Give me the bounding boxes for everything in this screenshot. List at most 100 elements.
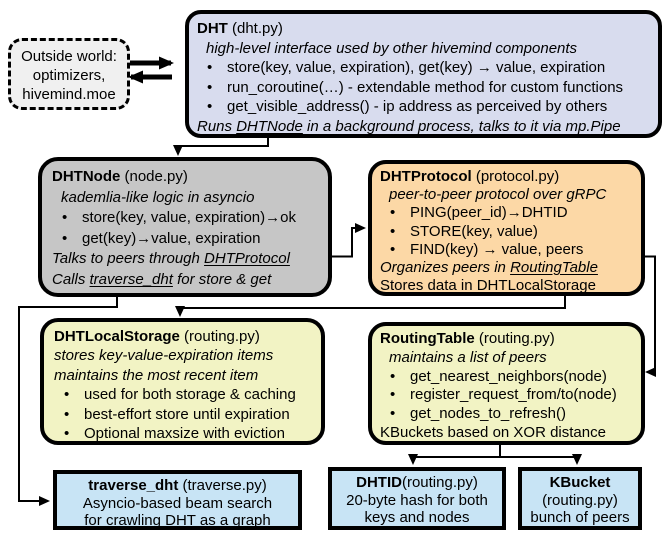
dhtprotocol-bullet: • PING(peer_id)→DHTID <box>380 204 637 222</box>
bullet-text: register_request_from/to(node) <box>410 386 617 404</box>
traverse-desc: Asyncio-based beam search <box>82 494 273 512</box>
dhtnode-title-line: DHTNode (node.py) <box>52 167 322 188</box>
dht-title: DHT <box>197 20 228 37</box>
routingtable-bullet: • get_nearest_neighbors(node) <box>380 368 637 387</box>
bullet-icon: • <box>390 204 396 222</box>
routingtable-footer: KBuckets based on XOR distance <box>380 423 606 441</box>
dht-bullet: •get_visible_address() - ip address as p… <box>197 97 650 117</box>
traverse-file: (traverse.py) <box>178 477 267 494</box>
dht-footer-pre: Runs <box>197 117 237 135</box>
dht-footer-post: in a background process, talks to it via… <box>302 117 621 135</box>
dhtnode-peers-line: Talks to peers through DHTProtocol <box>52 249 322 270</box>
bullet-icon: • <box>207 78 213 96</box>
dht-subtitle: high-level interface used by other hivem… <box>206 39 578 57</box>
bullet-icon: • <box>64 386 70 404</box>
bullet-text: get_visible_address() - ip address as pe… <box>227 98 608 116</box>
routingtable-title-line: RoutingTable (routing.py) <box>380 330 637 349</box>
kbucket-box: KBucket (routing.py) bunch of peers <box>518 467 642 530</box>
storage-pre: Stores data in DHT <box>380 277 508 295</box>
routingtable-subtitle: maintains a list of peers <box>389 348 547 366</box>
traverse-pre: Calls <box>52 270 90 288</box>
dhtlocalstorage-title: DHTLocalStorage <box>54 328 180 345</box>
dhtprotocol-storage-line: Stores data in DHTLocalStorage <box>380 277 637 295</box>
routingtable-box: RoutingTable (routing.py) maintains a li… <box>368 322 645 445</box>
outside-world-box: Outside world: optimizers, hivemind.moe <box>8 38 130 110</box>
kbucket-title: KBucket <box>549 474 611 491</box>
kbucket-desc: bunch of peers <box>530 509 630 526</box>
traverse-title-line: traverse_dht (traverse.py) <box>57 477 298 495</box>
bullet-text: run_coroutine(…) - extendable method for… <box>227 78 624 96</box>
bullet-icon: • <box>64 425 70 443</box>
dhtprotocol-box: DHTProtocol (protocol.py) peer-to-peer p… <box>368 160 645 296</box>
routingtable-file: (routing.py) <box>474 330 555 347</box>
dhtnode-bullet: • get(key)→value, expiration <box>52 229 322 250</box>
dhtid-desc: keys and nodes <box>364 509 470 526</box>
routing-pre: Organizes peers in <box>380 259 511 277</box>
dhtprotocol-subtitle: peer-to-peer protocol over gRPC <box>389 186 607 204</box>
dhtnode-box: DHTNode (node.py) kademlia-like logic in… <box>38 157 332 297</box>
bullet-icon: • <box>207 59 213 77</box>
dht-file: (dht.py) <box>227 20 283 37</box>
bullet-icon: • <box>390 367 396 385</box>
bullet-icon: • <box>64 405 70 423</box>
dhtlocalstorage-bullet: • Optional maxsize with eviction <box>54 424 317 443</box>
traverse-post: for store & get <box>172 270 272 288</box>
dhtid-box: DHTID(routing.py) 20-byte hash for both … <box>328 467 506 530</box>
traverse-ref: traverse_dht <box>89 270 173 288</box>
dhtlocalstorage-subtitle: stores key-value-expiration items <box>54 347 274 365</box>
dhtlocalstorage-title-line: DHTLocalStorage (routing.py) <box>54 327 317 346</box>
traverse-desc: for crawling DHT as a graph <box>84 512 271 529</box>
traverse-title: traverse_dht <box>88 477 179 494</box>
routingtable-ref: RoutingTable <box>510 259 598 277</box>
outside-world-line: optimizers, <box>32 67 106 84</box>
bullet-icon: • <box>390 240 396 258</box>
bullet-text: used for both storage & caching <box>84 386 296 404</box>
dhtnode-ref: DHTNode <box>236 117 303 135</box>
kbucket-file: (routing.py) <box>542 491 618 509</box>
bullet-icon: • <box>390 222 396 240</box>
routingtable-title: RoutingTable <box>380 330 475 347</box>
dhtlocalstorage-box: DHTLocalStorage (routing.py) stores key-… <box>40 318 325 445</box>
connector-dhtprotocol-to-dhtlocalstorage <box>175 294 566 317</box>
dhtprotocol-title-line: DHTProtocol (protocol.py) <box>380 168 637 186</box>
bullet-text: PING(peer_id)→DHTID <box>410 204 568 222</box>
bullet-text: get(key)→value, expiration <box>82 229 261 247</box>
dhtlocalstorage-bullet: • best-effort store until expiration <box>54 405 317 424</box>
dhtlocalstorage-file: (routing.py) <box>179 328 260 345</box>
peers-pre: Talks to peers through <box>52 250 205 267</box>
dhtprotocol-file: (protocol.py) <box>471 168 560 185</box>
bullet-text: get_nodes_to_refresh() <box>410 405 566 423</box>
bullet-text: FIND(key) → value, peers <box>410 240 584 258</box>
dht-bullet: • run_coroutine(…) - extendable method fo… <box>197 78 650 98</box>
bullet-text: STORE(key, value) <box>410 222 538 240</box>
bullet-text: get_nearest_neighbors(node) <box>410 367 607 385</box>
dhtprotocol-bullet: • FIND(key) → value, peers <box>380 241 637 259</box>
bullet-icon: • <box>390 405 396 423</box>
dht-footer: Runs DHTNode in a background process, ta… <box>197 117 650 137</box>
outside-world-line: hivemind.moe <box>22 86 116 103</box>
bullet-icon: • <box>62 229 68 247</box>
dht-bullet: • store(key, value, expiration), get(key)… <box>197 58 650 78</box>
routingtable-bullet: •register_request_from/to(node) <box>380 386 637 405</box>
dhtnode-traverse-line: Calls traverse_dht for store & get <box>52 270 322 291</box>
bullet-text: store(key, value, expiration)→ok <box>82 209 296 226</box>
bullet-text: Optional maxsize with eviction <box>84 425 285 443</box>
dhtprotocol-ref: DHTProtocol <box>204 250 290 267</box>
connector-routingtable-branch <box>413 445 577 458</box>
dhtnode-title: DHTNode <box>52 168 121 185</box>
dhtid-title: DHTID <box>356 474 402 491</box>
dhtid-file: (routing.py) <box>401 474 478 491</box>
dhtid-desc: 20-byte hash for both <box>346 491 488 509</box>
dhtnode-bullet: • store(key, value, expiration)→ok <box>52 208 322 229</box>
dht-title-line: DHT (dht.py) <box>197 19 650 39</box>
dhtid-title-line: DHTID(routing.py) <box>332 474 502 492</box>
dhtnode-subtitle: kademlia-like logic in asyncio <box>61 188 255 206</box>
dhtprotocol-routing-line: Organizes peers in RoutingTable <box>380 259 637 277</box>
bullet-text: best-effort store until expiration <box>84 405 290 423</box>
dhtprotocol-bullet: • STORE(key, value) <box>380 223 637 241</box>
dht-box: DHT (dht.py) high-level interface used b… <box>185 10 662 138</box>
bullet-text: store(key, value, expiration), get(key) … <box>227 59 606 77</box>
dhtnode-file: (node.py) <box>120 168 188 185</box>
bullet-icon: • <box>62 209 68 226</box>
